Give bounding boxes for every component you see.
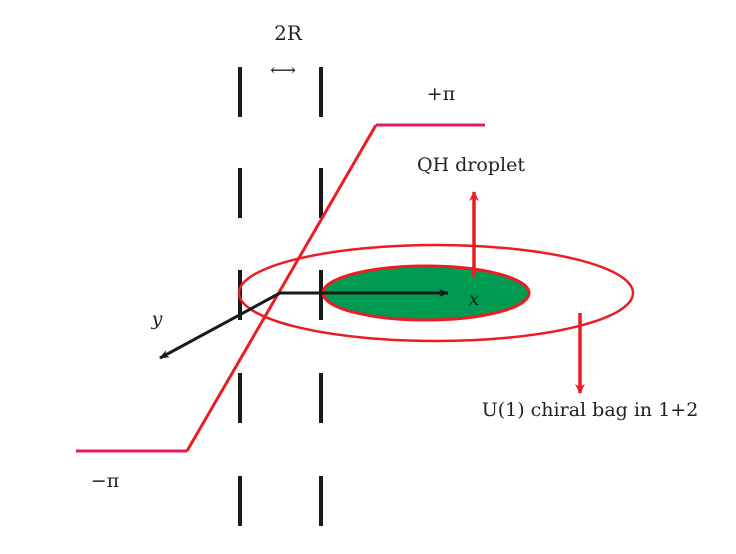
plus-pi-label: +π [427, 83, 455, 105]
y-axis-label: y [151, 308, 163, 330]
y-axis-arrow [159, 291, 281, 360]
bag-ellipse [237, 243, 635, 343]
width-label: 2R [274, 21, 303, 45]
width-arrow-icon: ⟷ [270, 60, 296, 81]
profile-ramp [185, 124, 378, 452]
droplet-label: QH droplet [417, 154, 525, 176]
bag-label: U(1) chiral bag in 1+2 [482, 399, 699, 421]
x-axis-label: x [469, 288, 480, 310]
minus-pi-label: −π [91, 470, 119, 492]
